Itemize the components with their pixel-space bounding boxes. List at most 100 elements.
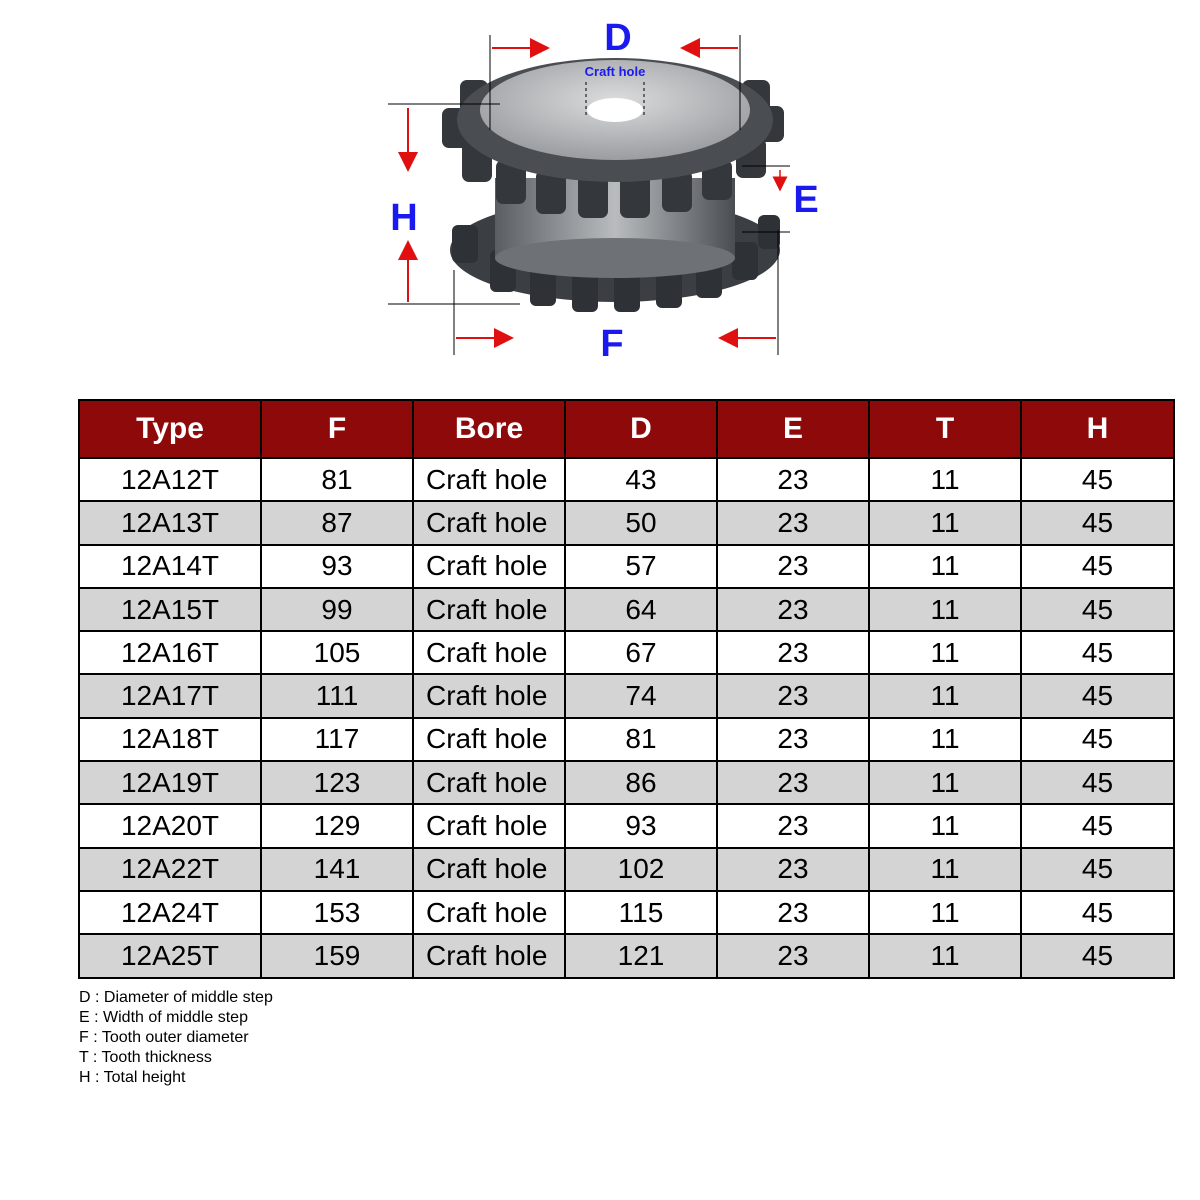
cell-f: 99 bbox=[260, 586, 414, 633]
legend-h: H : Total height bbox=[78, 1068, 1173, 1088]
cell-t: 11 bbox=[868, 456, 1022, 503]
label-d: D bbox=[604, 17, 631, 59]
cell-d: 64 bbox=[564, 586, 718, 633]
cell-type: 12A24T bbox=[78, 889, 262, 936]
cell-type: 12A12T bbox=[78, 456, 262, 503]
cell-e: 23 bbox=[716, 846, 870, 892]
cell-h: 45 bbox=[1020, 889, 1175, 936]
cell-type: 12A15T bbox=[78, 586, 262, 633]
label-h: H bbox=[390, 197, 417, 239]
cell-e: 23 bbox=[716, 500, 870, 546]
cell-d: 81 bbox=[564, 716, 718, 763]
legend-e: E : Width of middle step bbox=[78, 1008, 1173, 1028]
cell-e: 23 bbox=[716, 803, 870, 849]
cell-bore: Craft hole bbox=[412, 889, 566, 936]
cell-f: 141 bbox=[260, 846, 414, 892]
cell-type: 12A13T bbox=[78, 500, 262, 546]
cell-h: 45 bbox=[1020, 673, 1175, 719]
upper-sprocket bbox=[442, 58, 784, 218]
cell-f: 159 bbox=[260, 933, 414, 979]
cell-h: 45 bbox=[1020, 803, 1175, 849]
cell-t: 11 bbox=[868, 543, 1022, 589]
header-bore: Bore bbox=[412, 399, 566, 459]
cell-bore: Craft hole bbox=[412, 846, 566, 892]
cell-d: 121 bbox=[564, 933, 718, 979]
cell-e: 23 bbox=[716, 456, 870, 503]
cell-t: 11 bbox=[868, 500, 1022, 546]
cell-f: 111 bbox=[260, 673, 414, 719]
dimension-d: D Craft hole bbox=[489, 17, 741, 130]
cell-f: 153 bbox=[260, 889, 414, 936]
cell-t: 11 bbox=[868, 846, 1022, 892]
cell-h: 45 bbox=[1020, 933, 1175, 979]
cell-t: 11 bbox=[868, 889, 1022, 936]
cell-t: 11 bbox=[868, 630, 1022, 676]
dimension-e: E bbox=[742, 165, 819, 233]
cell-type: 12A17T bbox=[78, 673, 262, 719]
cell-type: 12A16T bbox=[78, 630, 262, 676]
cell-t: 11 bbox=[868, 673, 1022, 719]
cell-f: 105 bbox=[260, 630, 414, 676]
cell-e: 23 bbox=[716, 933, 870, 979]
cell-h: 45 bbox=[1020, 630, 1175, 676]
cell-bore: Craft hole bbox=[412, 716, 566, 763]
cell-type: 12A19T bbox=[78, 760, 262, 806]
cell-h: 45 bbox=[1020, 716, 1175, 763]
header-type: Type bbox=[78, 399, 262, 459]
cell-f: 81 bbox=[260, 456, 414, 503]
cell-bore: Craft hole bbox=[412, 586, 566, 633]
legend: D : Diameter of middle step E : Width of… bbox=[78, 988, 1173, 1088]
cell-type: 12A22T bbox=[78, 846, 262, 892]
cell-e: 23 bbox=[716, 716, 870, 763]
sprocket-diagram: D Craft hole H E F bbox=[370, 10, 830, 370]
cell-e: 23 bbox=[716, 630, 870, 676]
cell-t: 11 bbox=[868, 803, 1022, 849]
cell-h: 45 bbox=[1020, 543, 1175, 589]
cell-f: 93 bbox=[260, 543, 414, 589]
cell-h: 45 bbox=[1020, 500, 1175, 546]
cell-bore: Craft hole bbox=[412, 933, 566, 979]
cell-e: 23 bbox=[716, 760, 870, 806]
cell-bore: Craft hole bbox=[412, 630, 566, 676]
cell-d: 50 bbox=[564, 500, 718, 546]
cell-h: 45 bbox=[1020, 456, 1175, 503]
label-craft-hole: Craft hole bbox=[585, 64, 646, 79]
dimension-f: F bbox=[453, 230, 779, 365]
cell-t: 11 bbox=[868, 760, 1022, 806]
legend-f: F : Tooth outer diameter bbox=[78, 1028, 1173, 1048]
table-header-row: Type F Bore D E T H bbox=[78, 399, 1175, 459]
cell-d: 86 bbox=[564, 760, 718, 806]
cell-h: 45 bbox=[1020, 760, 1175, 806]
cell-t: 11 bbox=[868, 933, 1022, 979]
header-f: F bbox=[260, 399, 414, 459]
cell-d: 43 bbox=[564, 456, 718, 503]
header-d: D bbox=[564, 399, 718, 459]
cell-d: 67 bbox=[564, 630, 718, 676]
cell-type: 12A18T bbox=[78, 716, 262, 763]
cell-e: 23 bbox=[716, 889, 870, 936]
cell-f: 87 bbox=[260, 500, 414, 546]
cell-f: 129 bbox=[260, 803, 414, 849]
header-t: T bbox=[868, 399, 1022, 459]
cell-d: 57 bbox=[564, 543, 718, 589]
cell-f: 123 bbox=[260, 760, 414, 806]
cell-type: 12A14T bbox=[78, 543, 262, 589]
cell-h: 45 bbox=[1020, 586, 1175, 633]
header-e: E bbox=[716, 399, 870, 459]
dimension-h: H bbox=[388, 103, 520, 305]
cell-bore: Craft hole bbox=[412, 760, 566, 806]
legend-t: T : Tooth thickness bbox=[78, 1048, 1173, 1068]
cell-bore: Craft hole bbox=[412, 543, 566, 589]
label-e: E bbox=[793, 179, 818, 221]
cell-t: 11 bbox=[868, 586, 1022, 633]
cell-d: 102 bbox=[564, 846, 718, 892]
